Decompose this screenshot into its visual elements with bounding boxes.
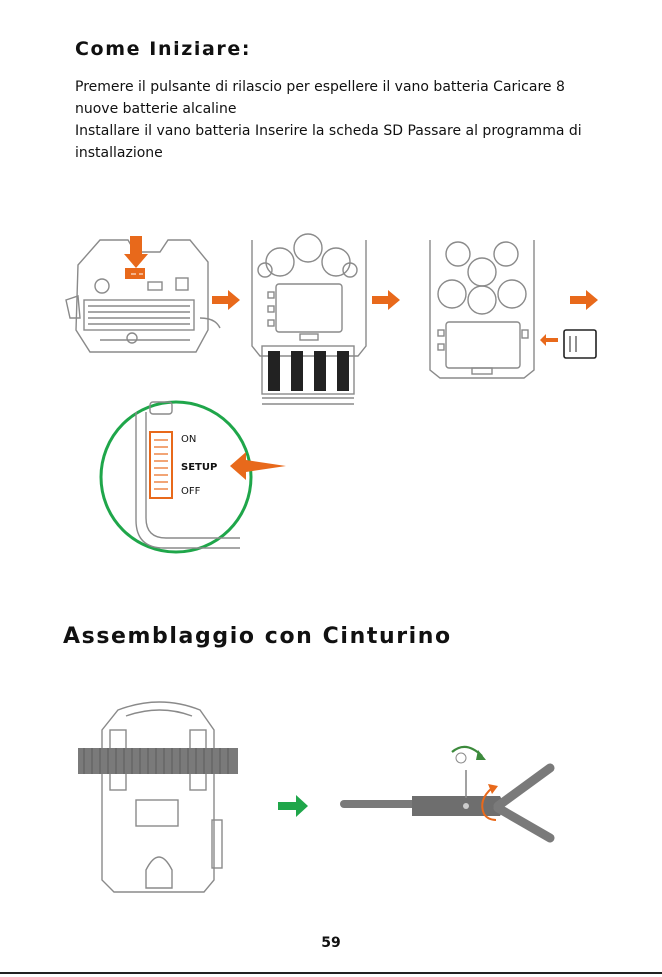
camera-back-illustration [102,702,222,892]
switch-on-label: ON [181,434,196,445]
arrow-left-icon [540,334,558,346]
arrow-right-icon [570,290,598,310]
strap-band-icon [78,748,238,774]
setup-switch-callout [101,402,251,552]
sd-insert-illustration [430,240,534,378]
arrow-right-icon [212,290,240,310]
page-number: 59 [0,935,662,951]
footer-divider [0,972,662,974]
setup-switch [150,432,172,498]
section-title-strap-assembly: Assemblaggio con Cinturino [63,624,452,649]
strap-buckle-illustration [340,768,550,838]
step-2-marker [456,753,466,763]
batteries-icon [268,351,349,391]
arrow-right-icon [372,290,400,310]
sd-card-icon [564,330,596,358]
arrow-right-icon [278,795,308,817]
switch-off-label: OFF [181,486,201,497]
switch-setup-label: SETUP [181,462,217,473]
